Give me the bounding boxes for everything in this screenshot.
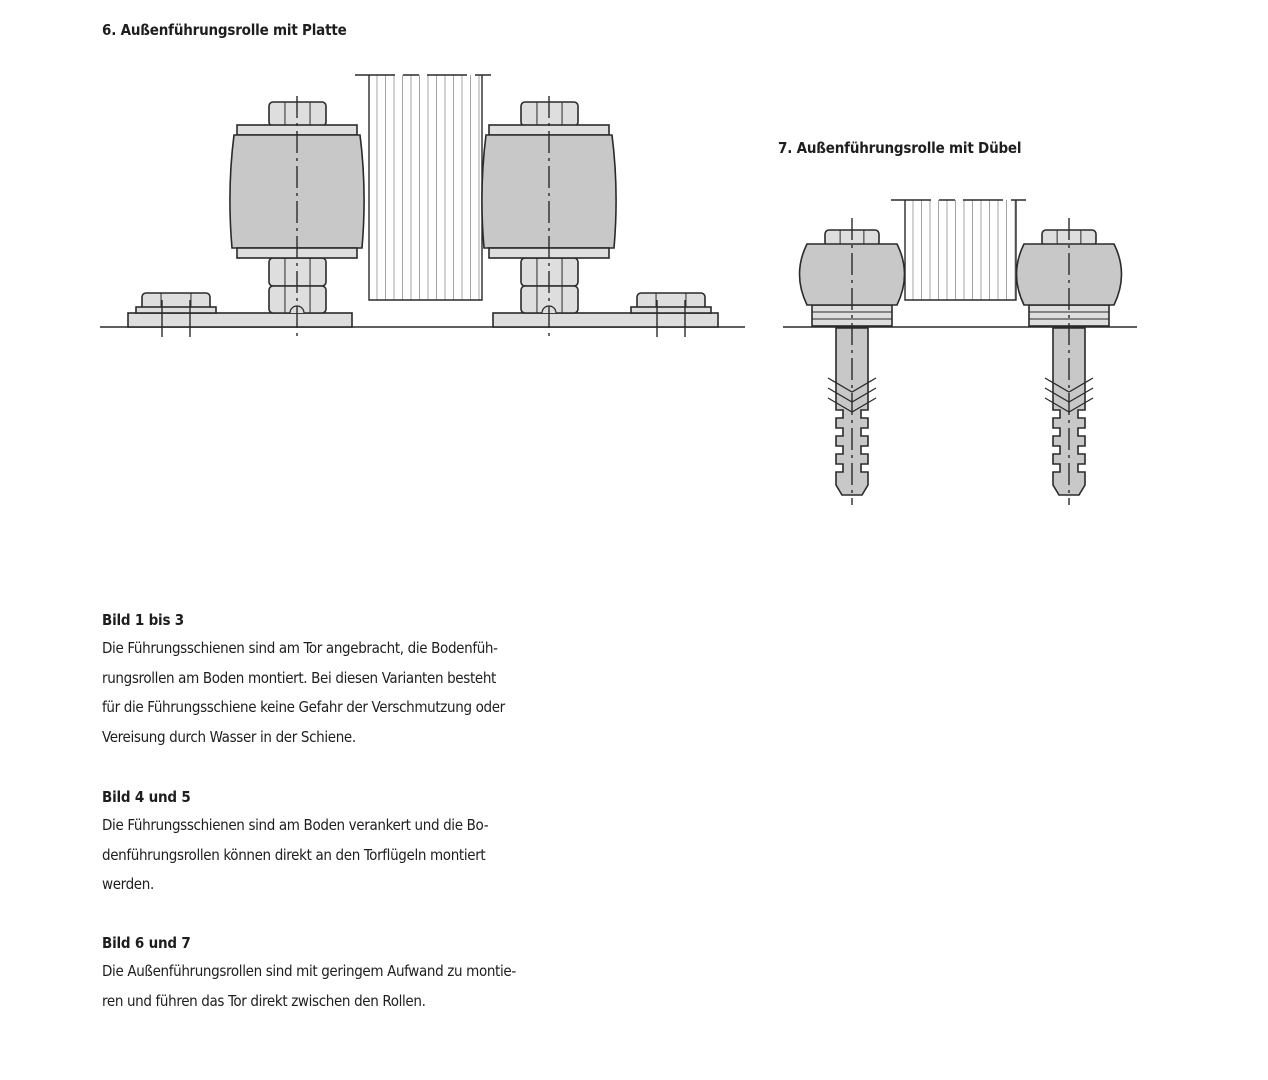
base-plate <box>492 312 719 328</box>
figure-6-number: 6. <box>102 21 117 39</box>
dowel-roller-left <box>798 218 906 505</box>
gate-outline <box>904 200 1017 301</box>
section-line: ren und führen das Tor direkt zwischen d… <box>102 991 426 1010</box>
section-line: werden. <box>102 875 154 893</box>
roller-assembly-left <box>127 96 365 337</box>
dowel-barb <box>827 377 877 393</box>
bolt-washer <box>630 306 712 314</box>
section-line: Die Führungsschienen sind am Boden veran… <box>102 816 489 834</box>
base-plate <box>127 312 353 328</box>
roller-assembly-right <box>481 96 719 337</box>
guide-roller <box>229 134 365 249</box>
bolt-washer <box>135 306 217 314</box>
section-line: Die Außenführungsrollen sind mit geringe… <box>102 962 516 980</box>
dowel-barb <box>1044 377 1094 393</box>
section-bild-6-7: Bild 6 und 7 Die Außenführungsrollen sin… <box>102 929 662 1016</box>
gate-leaf <box>891 199 1026 301</box>
figure-6-label: Außenführungsrolle mit Platte <box>120 21 347 39</box>
section-line: rungsrollen am Boden montiert. Bei diese… <box>102 668 496 687</box>
figure-7-label: Außenführungsrolle mit Dübel <box>796 139 1022 157</box>
gate-outline <box>368 75 483 301</box>
section-line: Die Führungsschienen sind am Tor angebra… <box>102 639 498 657</box>
section-bild-1-3: Bild 1 bis 3 Die Führungsschienen sind a… <box>102 606 662 752</box>
figure-7-number: 7. <box>778 139 793 157</box>
guide-roller <box>481 134 617 249</box>
gate-leaf <box>355 74 492 301</box>
section-line: denführungsrollen können direkt an den T… <box>102 845 486 864</box>
section-heading: Bild 1 bis 3 <box>102 611 184 629</box>
section-bild-4-5: Bild 4 und 5 Die Führungsschienen sind a… <box>102 783 662 900</box>
dowel-roller-right <box>1015 218 1123 505</box>
figure-7-title: 7. Außenführungsrolle mit Dübel <box>778 139 1022 157</box>
technical-drawings <box>100 74 1137 505</box>
section-heading: Bild 4 und 5 <box>102 788 191 806</box>
figure-6-title: 6. Außenführungsrolle mit Platte <box>102 21 347 39</box>
section-line: für die Führungsschiene keine Gefahr der… <box>102 698 505 716</box>
section-heading: Bild 6 und 7 <box>102 934 191 952</box>
section-line: Vereisung durch Wasser in der Schiene. <box>102 727 356 746</box>
